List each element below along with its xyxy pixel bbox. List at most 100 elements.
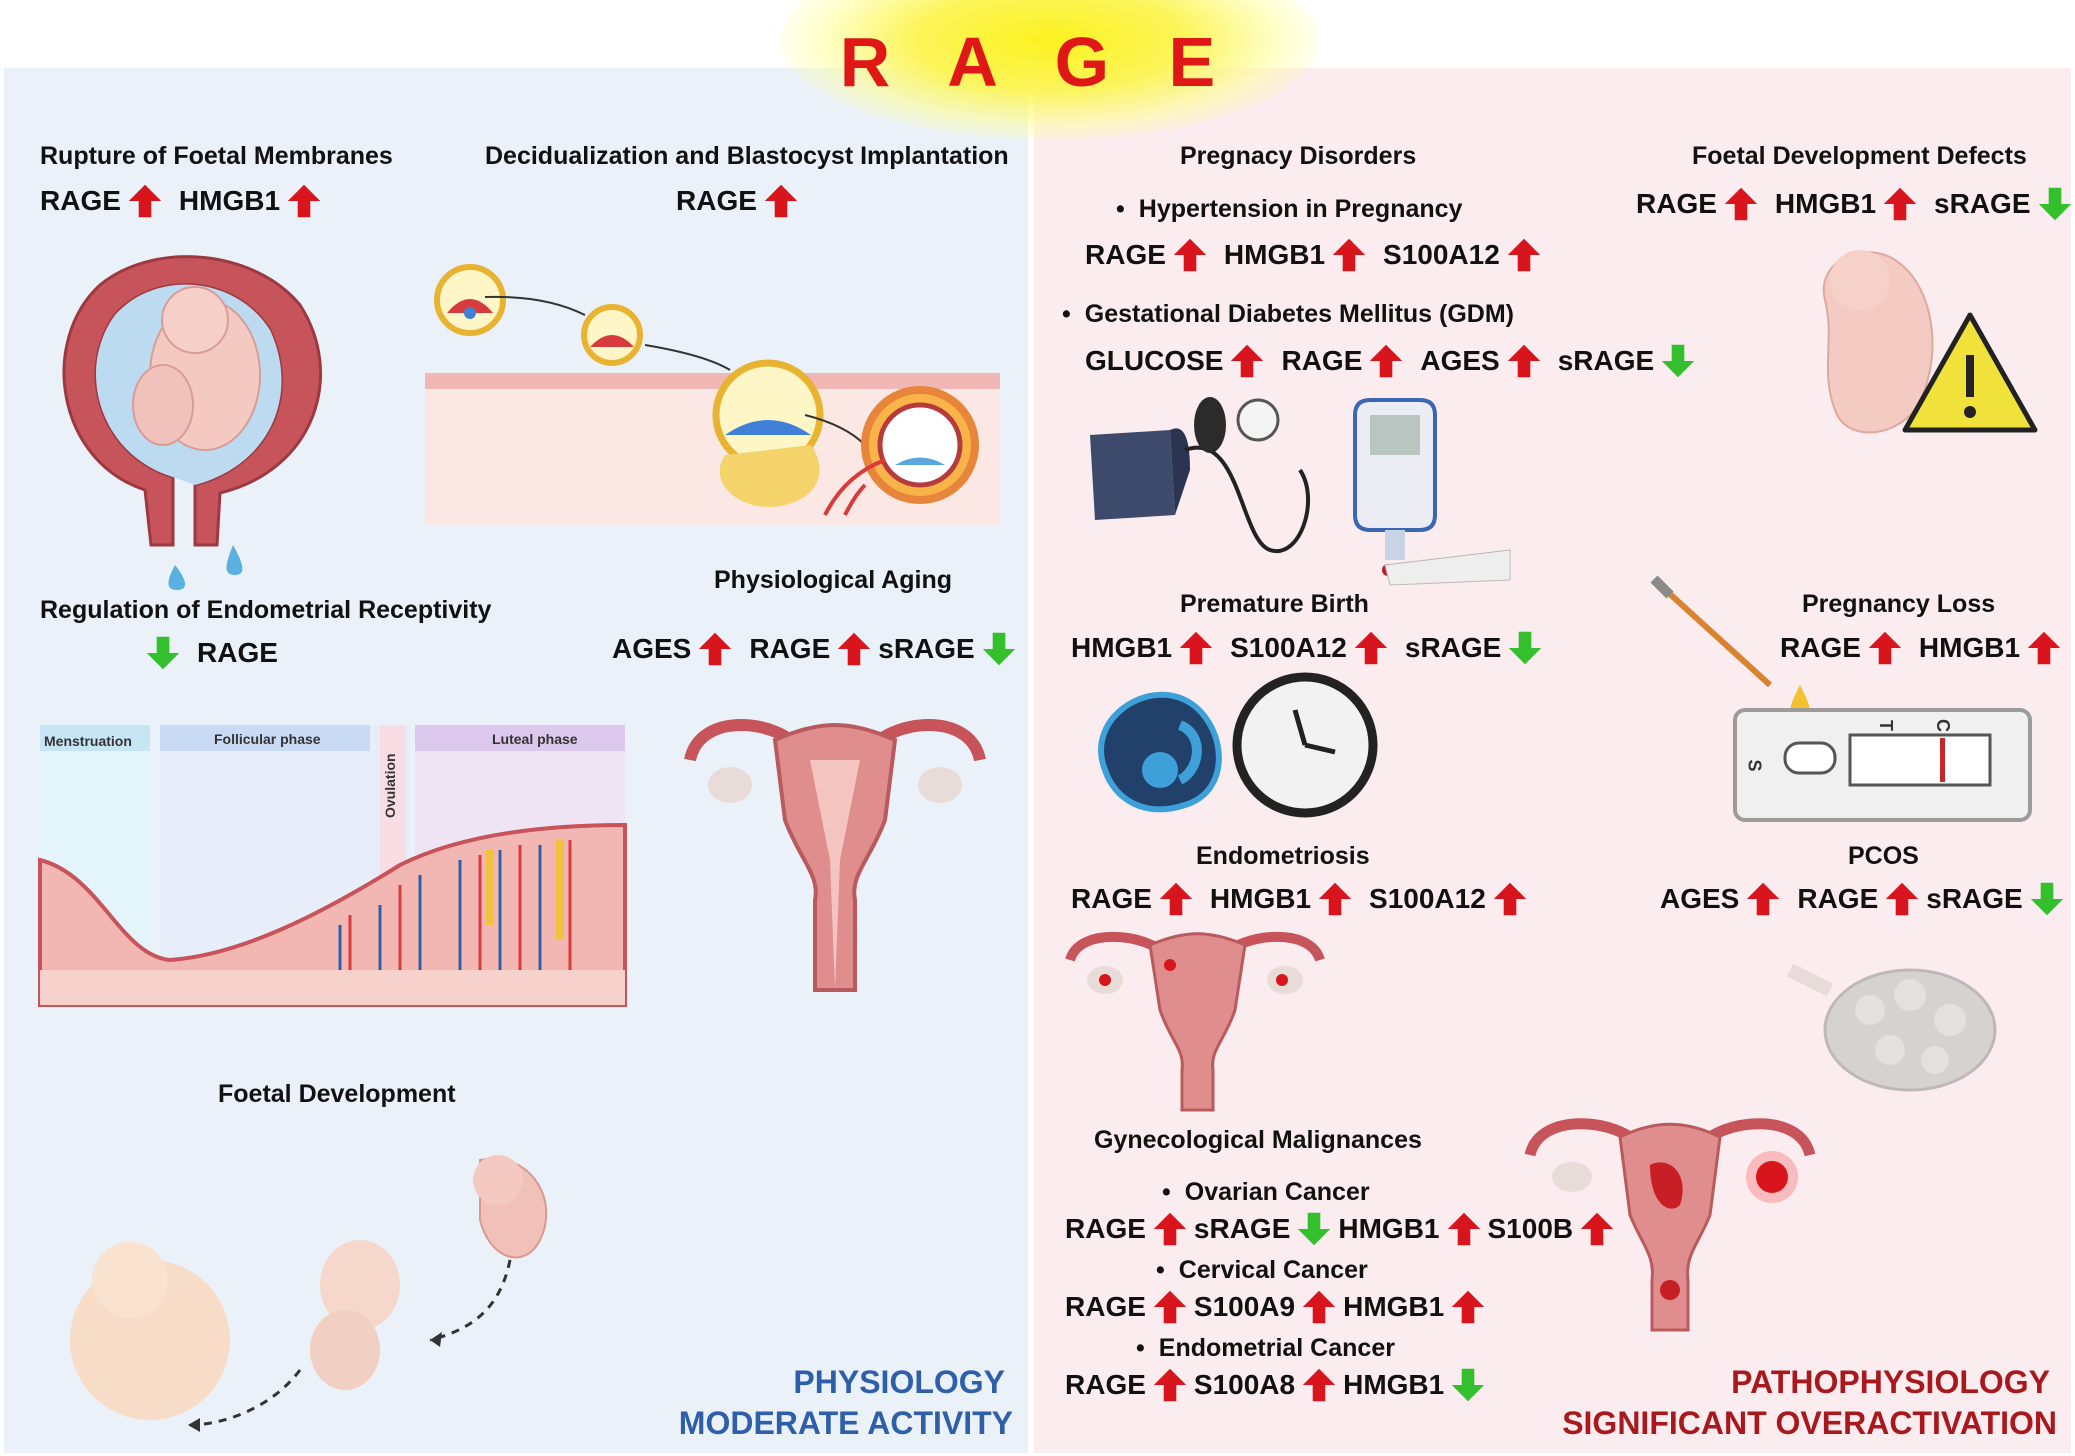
arrow-up-icon: [1152, 1366, 1188, 1404]
loss-title: Pregnancy Loss: [1802, 590, 1996, 618]
arrow-up-icon: [1446, 1210, 1482, 1248]
test-label-c: C: [1933, 719, 1953, 732]
arrow-up-icon: [1178, 629, 1214, 667]
marker-rage: RAGE: [1065, 1291, 1146, 1322]
premature-markers: HMGB1 S100A12 sRAGE: [1071, 629, 1543, 667]
pathophysiology-sublabel: SIGNIFICANT OVERACTIVATION: [1562, 1405, 2057, 1441]
polycystic-ovary-illustration: [1786, 963, 1997, 1092]
marker-rage: RAGE: [749, 633, 831, 664]
marker-rage: RAGE: [1065, 1369, 1146, 1400]
endometrial-markers: RAGE S100A8 HMGB1: [1065, 1366, 1486, 1404]
foetus-membrane-illustration: [62, 255, 322, 590]
marker-rage: RAGE: [1071, 883, 1152, 914]
pathophysiology-label: PATHOPHYSIOLOGY: [1731, 1364, 2050, 1400]
arrow-down-icon: [1450, 1366, 1486, 1404]
test-label-t: T: [1876, 720, 1896, 731]
arrow-up-icon: [1745, 880, 1781, 918]
marker-rage: RAGE: [676, 185, 757, 216]
pcos-title: PCOS: [1848, 842, 1919, 870]
marker-srage: sRAGE: [1404, 632, 1502, 663]
gdm-markers: GLUCOSE RAGE AGES sRAGE: [1085, 342, 1696, 380]
uterus-illustration: [684, 719, 986, 992]
loss-markers: RAGE HMGB1: [1780, 629, 2062, 667]
pregnancy-test-illustration: [1650, 575, 2032, 822]
endo-title: Endometriosis: [1196, 842, 1370, 870]
hypertension-markers: RAGE HMGB1 S100A12: [1085, 236, 1542, 274]
phase-follicular: Follicular phase: [214, 731, 321, 747]
arrow-up-icon: [697, 630, 733, 668]
arrow-up-icon: [1353, 629, 1389, 667]
arrow-up-icon: [1317, 880, 1353, 918]
endo-markers: RAGE HMGB1 S100A12: [1071, 880, 1528, 918]
decid-title: Decidualization and Blastocyst Implantat…: [485, 142, 1009, 170]
test-label-s: S: [1744, 759, 1765, 772]
arrow-down-icon: [1296, 1210, 1332, 1248]
marker-rage: RAGE: [1085, 239, 1166, 270]
marker-rage: RAGE: [1281, 345, 1363, 376]
marker-rage: RAGE: [40, 185, 121, 216]
marker-ages: AGES: [612, 633, 692, 664]
marker-s100a9: S100A9: [1193, 1291, 1296, 1322]
panel-divider: [1029, 68, 1033, 1453]
marker-ages: AGES: [1420, 345, 1500, 376]
marker-hmgb1: HMGB1: [1918, 632, 2021, 663]
marker-rage: RAGE: [197, 637, 278, 668]
cervical-markers: RAGE S100A9 HMGB1: [1065, 1288, 1486, 1326]
gynecological-cancer-uterus-illustration: [1524, 1118, 1816, 1332]
defects-title: Foetal Development Defects: [1692, 142, 2027, 170]
arrow-up-icon: [1301, 1366, 1337, 1404]
marker-srage: sRAGE: [1193, 1213, 1291, 1244]
arrow-down-icon: [981, 630, 1017, 668]
phase-ovulation: Ovulation: [382, 753, 398, 818]
phase-menstruation: Menstruation: [44, 733, 132, 749]
preg-disorders-title: Pregnacy Disorders: [1180, 142, 1417, 170]
marker-hmgb1: HMGB1: [1343, 1291, 1445, 1322]
regulation-markers: RAGE: [145, 634, 278, 672]
foetal-dev-title: Foetal Development: [218, 1080, 456, 1108]
rupture-markers: RAGE HMGB1: [40, 182, 322, 220]
physiology-sublabel: MODERATE ACTIVITY: [678, 1405, 1013, 1441]
arrow-up-icon: [1152, 1288, 1188, 1326]
marker-rage: RAGE: [1797, 883, 1879, 914]
marker-hmgb1: HMGB1: [1209, 883, 1312, 914]
phase-luteal: Luteal phase: [492, 731, 578, 747]
premature-birth-illustration: [1098, 672, 1378, 818]
marker-hmgb1: HMGB1: [1338, 1213, 1440, 1244]
gdm-title: Gestational Diabetes Mellitus (GDM): [1062, 300, 1514, 329]
endometriosis-uterus-illustration: [1065, 931, 1325, 1112]
arrow-up-icon: [1229, 342, 1265, 380]
marker-hmgb1: HMGB1: [1774, 188, 1877, 219]
arrow-up-icon: [286, 182, 322, 220]
arrow-up-icon: [1450, 1288, 1486, 1326]
arrow-up-icon: [1301, 1288, 1337, 1326]
marker-rage: RAGE: [1780, 632, 1861, 663]
marker-hmgb1: HMGB1: [178, 185, 281, 216]
arrow-up-icon: [1723, 185, 1759, 223]
arrow-down-icon: [1507, 629, 1543, 667]
arrow-down-icon: [2029, 880, 2065, 918]
marker-rage: RAGE: [1065, 1213, 1146, 1244]
defects-markers: RAGE HMGB1 sRAGE: [1636, 185, 2073, 223]
decid-markers: RAGE: [676, 182, 799, 220]
arrow-down-icon: [145, 634, 181, 672]
arrow-up-icon: [836, 630, 872, 668]
main-title: R A G E: [839, 23, 1236, 101]
hypertension-title: Hypertension in Pregnancy: [1116, 195, 1463, 224]
cervical-title: Cervical Cancer: [1156, 1256, 1368, 1285]
marker-srage: sRAGE: [1926, 883, 2023, 914]
marker-s100a8: S100A8: [1193, 1369, 1296, 1400]
malig-title: Gynecological Malignances: [1094, 1126, 1422, 1154]
arrow-down-icon: [1660, 342, 1696, 380]
arrow-up-icon: [1172, 236, 1208, 274]
ovarian-title: Ovarian Cancer: [1162, 1178, 1370, 1207]
marker-hmgb1: HMGB1: [1071, 632, 1173, 663]
arrow-up-icon: [1506, 236, 1542, 274]
arrow-up-icon: [1506, 342, 1542, 380]
marker-hmgb1: HMGB1: [1343, 1369, 1445, 1400]
blastocyst-implantation-illustration: [425, 264, 1000, 525]
marker-glucose: GLUCOSE: [1085, 345, 1224, 376]
aging-title: Physiological Aging: [714, 566, 952, 594]
marker-s100b: S100B: [1487, 1213, 1574, 1244]
marker-srage: sRAGE: [878, 633, 975, 664]
arrow-up-icon: [1492, 880, 1528, 918]
